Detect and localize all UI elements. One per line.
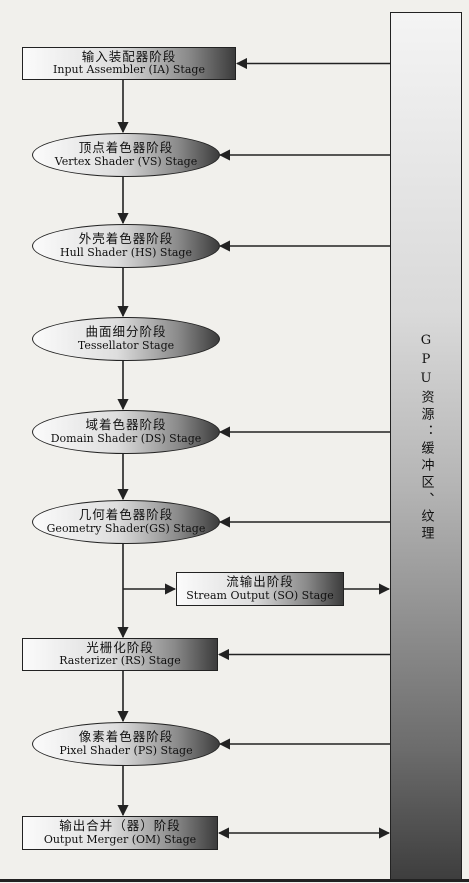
stage-hull-shader-en: Hull Shader (HS) Stage [60, 245, 192, 259]
stage-rasterizer-cn: 光栅化阶段 [86, 639, 154, 655]
stage-rasterizer-en: Rasterizer (RS) Stage [59, 654, 181, 668]
stage-stream-output: 流输出阶段 Stream Output (SO) Stage [176, 572, 344, 606]
stage-geometry-shader: 几何着色器阶段 Geometry Shader(GS) Stage [32, 500, 220, 544]
stage-tessellator-cn: 曲面细分阶段 [85, 324, 167, 340]
stage-geometry-shader-cn: 几何着色器阶段 [78, 507, 174, 523]
stage-pixel-shader-cn: 像素着色器阶段 [78, 729, 174, 745]
stage-tessellator: 曲面细分阶段 Tessellator Stage [32, 317, 220, 361]
stage-domain-shader-en: Domain Shader (DS) Stage [50, 431, 202, 445]
stage-tessellator-en: Tessellator Stage [77, 338, 175, 352]
gpu-resource-label-text: GPU资源：缓冲区、纹理 [418, 333, 434, 543]
stage-domain-shader: 域着色器阶段 Domain Shader (DS) Stage [32, 410, 220, 454]
stage-hull-shader-cn: 外壳着色器阶段 [78, 231, 174, 247]
stage-geometry-shader-en: Geometry Shader(GS) Stage [46, 521, 206, 535]
stage-input-assembler-cn: 输入装配器阶段 [81, 48, 177, 64]
stage-rasterizer: 光栅化阶段 Rasterizer (RS) Stage [22, 638, 218, 671]
stage-output-merger: 输出合并（器）阶段 Output Merger (OM) Stage [22, 816, 218, 850]
stage-output-merger-en: Output Merger (OM) Stage [43, 832, 197, 846]
gpu-resource-panel: GPU资源：缓冲区、纹理 [390, 12, 462, 880]
connectors [117, 57, 391, 839]
stage-vertex-shader-en: Vertex Shader (VS) Stage [54, 154, 198, 168]
stage-input-assembler-en: Input Assembler (IA) Stage [53, 63, 205, 77]
stage-pixel-shader: 像素着色器阶段 Pixel Shader (PS) Stage [32, 722, 220, 766]
bottom-rule [0, 879, 469, 882]
stage-input-assembler: 输入装配器阶段 Input Assembler (IA) Stage [22, 47, 236, 80]
gpu-resource-label: GPU资源：缓冲区、纹理 [391, 333, 461, 543]
stage-pixel-shader-en: Pixel Shader (PS) Stage [59, 743, 193, 757]
stage-stream-output-cn: 流输出阶段 [226, 574, 294, 590]
stage-vertex-shader-cn: 顶点着色器阶段 [78, 140, 174, 156]
stage-domain-shader-cn: 域着色器阶段 [85, 417, 167, 433]
stage-vertex-shader: 顶点着色器阶段 Vertex Shader (VS) Stage [32, 133, 220, 177]
stage-hull-shader: 外壳着色器阶段 Hull Shader (HS) Stage [32, 224, 220, 268]
stage-output-merger-cn: 输出合并（器）阶段 [59, 818, 181, 834]
stage-stream-output-en: Stream Output (SO) Stage [186, 588, 334, 602]
